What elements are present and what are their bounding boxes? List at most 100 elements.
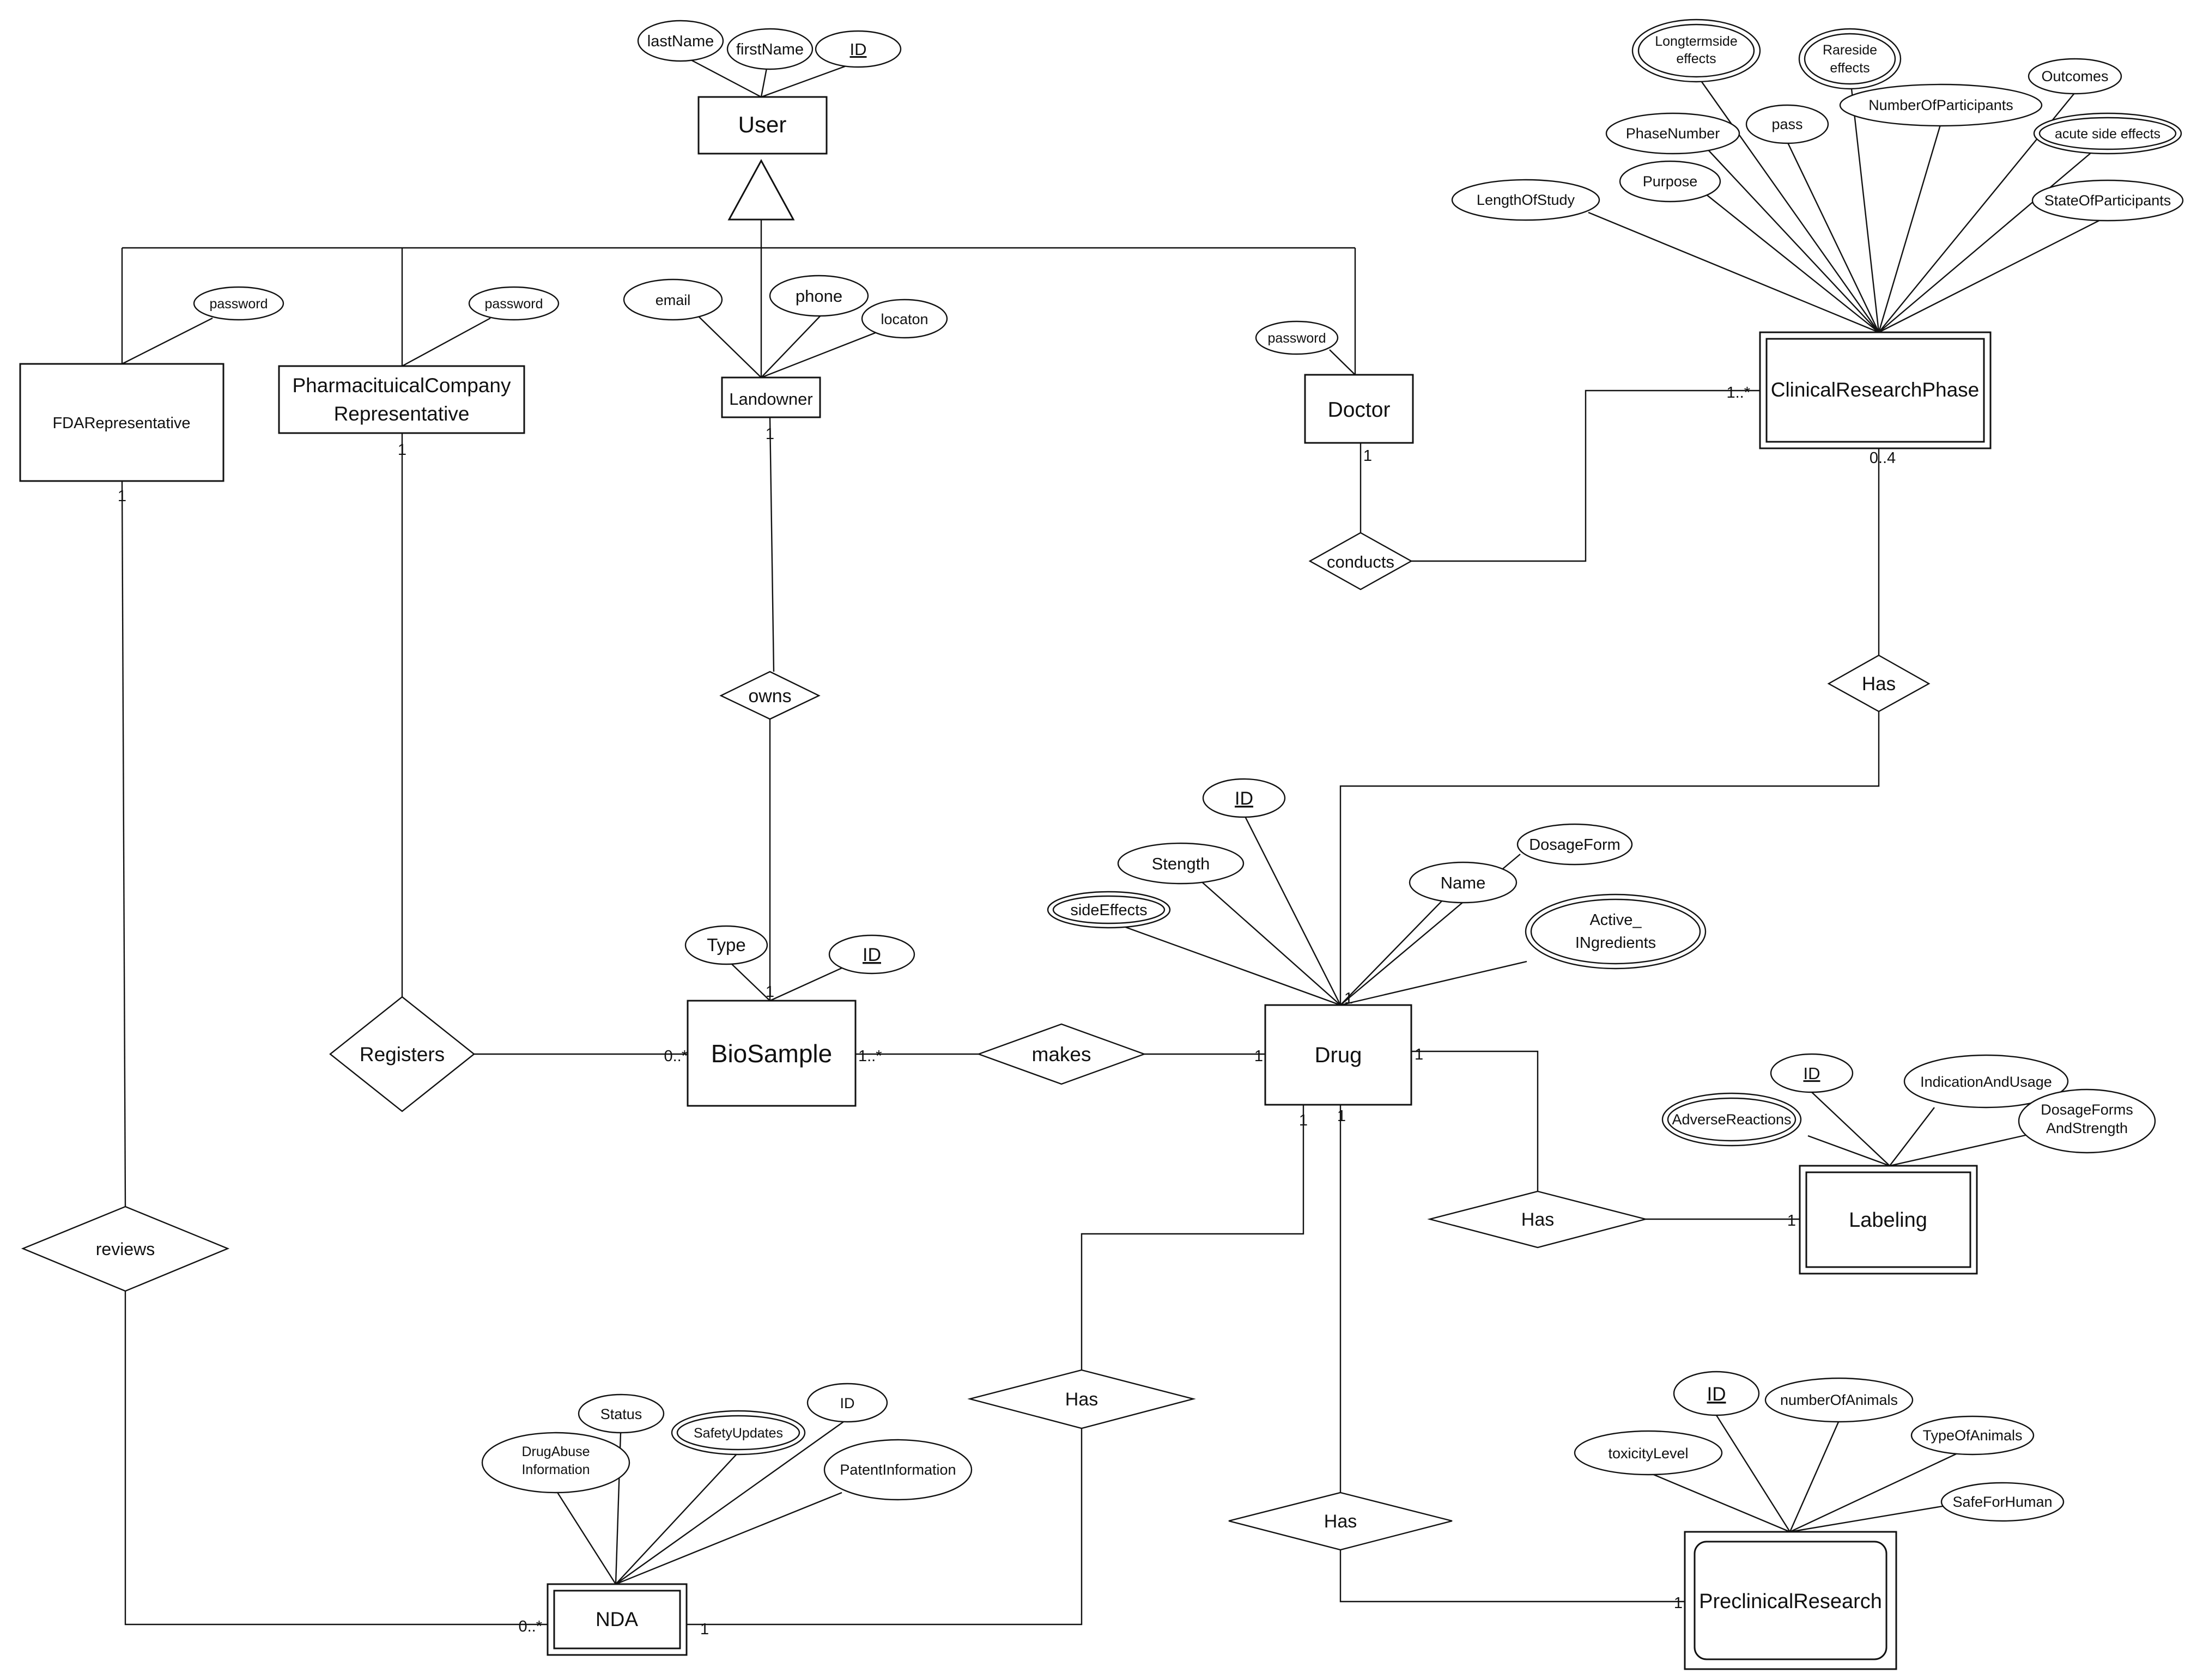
attr-labeling-dosage-forms-and-strength[interactable]: DosageForms AndStrength xyxy=(2018,1088,2156,1154)
attr-drug-strength[interactable]: Stength xyxy=(1117,842,1245,885)
entity-drug-label: Drug xyxy=(1315,1043,1362,1067)
attr-crp-rareside-effects[interactable]: Rareside effects xyxy=(1798,28,1902,90)
svg-text:Name: Name xyxy=(1441,873,1486,892)
card-biosample-left: 0..* xyxy=(664,1048,688,1065)
attr-fda-password[interactable]: password xyxy=(193,286,284,321)
svg-text:TypeOfAnimals: TypeOfAnimals xyxy=(1922,1427,2022,1444)
entity-pharma-label-line1: PharmacituicalCompany xyxy=(292,374,511,397)
attr-labeling-id[interactable]: ID xyxy=(1770,1053,1854,1093)
attr-crp-purpose[interactable]: Purpose xyxy=(1619,160,1721,203)
svg-text:ID: ID xyxy=(1804,1064,1820,1083)
entity-clinical-label: ClinicalResearchPhase xyxy=(1771,379,1980,401)
attr-preclinical-id[interactable]: ID xyxy=(1673,1371,1760,1416)
entity-nda[interactable]: NDA xyxy=(547,1583,688,1656)
attr-nda-patent-information[interactable]: PatentInformation xyxy=(823,1439,973,1501)
entity-labeling-label: Labeling xyxy=(1849,1209,1927,1232)
entity-biosample[interactable]: BioSample xyxy=(687,1000,857,1107)
relationship-registers[interactable]: Registers xyxy=(329,996,475,1112)
attr-preclinical-number-of-animals[interactable]: numberOfAnimals xyxy=(1764,1377,1914,1423)
entity-preclinical-label: PreclinicalResearch xyxy=(1699,1590,1882,1613)
card-landowner: 1 xyxy=(766,425,774,443)
entity-doctor-label: Doctor xyxy=(1328,398,1391,422)
attr-nda-drug-abuse-information[interactable]: DrugAbuse Information xyxy=(481,1432,630,1494)
attr-user-id[interactable]: ID xyxy=(815,30,902,68)
attr-crp-pass[interactable]: pass xyxy=(1745,104,1829,144)
attr-drug-name[interactable]: Name xyxy=(1409,861,1518,904)
entity-biosample-label: BioSample xyxy=(711,1039,832,1068)
card-clinical-04: 0..4 xyxy=(1870,449,1896,467)
attr-drug-active-ingredients[interactable]: Active_ INgredients xyxy=(1525,893,1707,970)
attr-crp-longterm-side-effects[interactable]: Longtermside effects xyxy=(1631,19,1761,83)
entity-labeling[interactable]: Labeling xyxy=(1799,1165,1978,1275)
entity-clinical-research-phase[interactable]: ClinicalResearchPhase xyxy=(1759,331,1992,449)
attr-nda-id[interactable]: ID xyxy=(806,1383,888,1423)
entity-user-label: User xyxy=(738,112,787,137)
card-biosample-right: 1..* xyxy=(858,1048,882,1065)
card-drug-top: 1 xyxy=(1344,990,1353,1007)
attr-preclinical-safe-for-human[interactable]: SafeForHuman xyxy=(1940,1482,2065,1522)
relationship-has-preclinical-label: Has xyxy=(1324,1511,1357,1532)
svg-text:lastName: lastName xyxy=(647,33,714,50)
svg-text:password: password xyxy=(485,296,543,312)
attr-nda-safety-updates[interactable]: SafetyUpdates xyxy=(671,1410,806,1456)
attr-drug-dosage-form[interactable]: DosageForm xyxy=(1516,823,1633,866)
relationship-makes[interactable]: makes xyxy=(976,1023,1146,1085)
relationship-conducts[interactable]: conducts xyxy=(1308,532,1413,591)
attr-landowner-phone[interactable]: phone xyxy=(769,275,869,317)
entity-fda-representative[interactable]: FDARepresentative xyxy=(19,363,224,482)
attr-nda-status[interactable]: Status xyxy=(578,1393,665,1434)
svg-text:locaton: locaton xyxy=(881,311,928,327)
entity-drug[interactable]: Drug xyxy=(1264,1004,1412,1106)
relationship-has-labeling[interactable]: Has xyxy=(1427,1190,1648,1249)
attr-drug-side-effects[interactable]: sideEffects xyxy=(1047,891,1171,929)
attr-preclinical-toxicity-level[interactable]: toxicityLevel xyxy=(1574,1430,1723,1476)
svg-text:Type: Type xyxy=(707,935,746,955)
svg-text:Longtermside: Longtermside xyxy=(1655,34,1737,49)
relationship-has-nda[interactable]: Has xyxy=(967,1369,1196,1429)
attr-crp-state-of-participants[interactable]: StateOfParticipants xyxy=(2031,179,2184,222)
entity-pharma-representative[interactable]: PharmacituicalCompany Representative xyxy=(278,365,525,434)
svg-text:Status: Status xyxy=(600,1406,642,1422)
attr-crp-number-of-participants[interactable]: NumberOfParticipants xyxy=(1839,83,2043,127)
attr-crp-length-of-study[interactable]: LengthOfStudy xyxy=(1451,179,1600,221)
attr-biosample-type[interactable]: Type xyxy=(684,925,768,965)
attr-pharma-password[interactable]: password xyxy=(468,286,560,321)
svg-text:acute side effects: acute side effects xyxy=(2055,126,2160,142)
relationship-has-preclinical[interactable]: Has xyxy=(1228,1492,1453,1551)
relationship-reviews-label: reviews xyxy=(96,1239,155,1259)
entity-user[interactable]: User xyxy=(697,96,828,155)
entity-nda-label: NDA xyxy=(596,1608,638,1630)
svg-text:Rareside: Rareside xyxy=(1823,42,1877,58)
entity-doctor[interactable]: Doctor xyxy=(1304,374,1414,444)
svg-text:password: password xyxy=(1268,331,1326,346)
entity-preclinical-research[interactable]: PreclinicalResearch xyxy=(1684,1531,1897,1670)
relationship-owns[interactable]: owns xyxy=(719,671,821,720)
entity-pharma-label-line2: Representative xyxy=(334,403,470,425)
attr-preclinical-type-of-animals[interactable]: TypeOfAnimals xyxy=(1910,1415,2035,1456)
attr-landowner-location[interactable]: locaton xyxy=(861,299,948,339)
card-drug-left: 1 xyxy=(1254,1048,1263,1065)
attr-labeling-adverse-reactions[interactable]: AdverseReactions xyxy=(1661,1092,1802,1147)
svg-text:effects: effects xyxy=(1676,51,1716,66)
svg-text:Purpose: Purpose xyxy=(1643,173,1698,190)
attr-drug-id[interactable]: ID xyxy=(1202,778,1286,818)
svg-text:LengthOfStudy: LengthOfStudy xyxy=(1477,192,1575,208)
relationship-reviews[interactable]: reviews xyxy=(21,1206,230,1292)
svg-text:SafetyUpdates: SafetyUpdates xyxy=(694,1426,783,1441)
attr-user-firstname[interactable]: firstName xyxy=(726,28,814,70)
attr-landowner-email[interactable]: email xyxy=(623,278,723,321)
attr-crp-outcomes[interactable]: Outcomes xyxy=(2028,58,2122,95)
attr-doctor-password[interactable]: password xyxy=(1255,320,1339,355)
attr-user-lastname[interactable]: lastName xyxy=(637,20,724,62)
entity-landowner[interactable]: Landowner xyxy=(721,376,821,418)
svg-text:sideEffects: sideEffects xyxy=(1070,902,1147,919)
relationship-has-clinical[interactable]: Has xyxy=(1827,654,1931,713)
svg-text:PatentInformation: PatentInformation xyxy=(840,1462,956,1478)
attr-crp-acute-side-effects[interactable]: acute side effects xyxy=(2033,112,2182,155)
attr-labeling-indication-and-usage[interactable]: IndicationAndUsage xyxy=(1903,1054,2069,1109)
svg-text:DrugAbuse: DrugAbuse xyxy=(521,1444,590,1459)
attr-biosample-id[interactable]: ID xyxy=(828,934,915,975)
cardinality-labels: 1 1 1 1 1..* 0..4 1 0..* 1..* 1 1 1 1 1 … xyxy=(118,384,1896,1638)
attr-crp-phase-number[interactable]: PhaseNumber xyxy=(1605,112,1740,155)
relationship-owns-label: owns xyxy=(748,686,791,707)
